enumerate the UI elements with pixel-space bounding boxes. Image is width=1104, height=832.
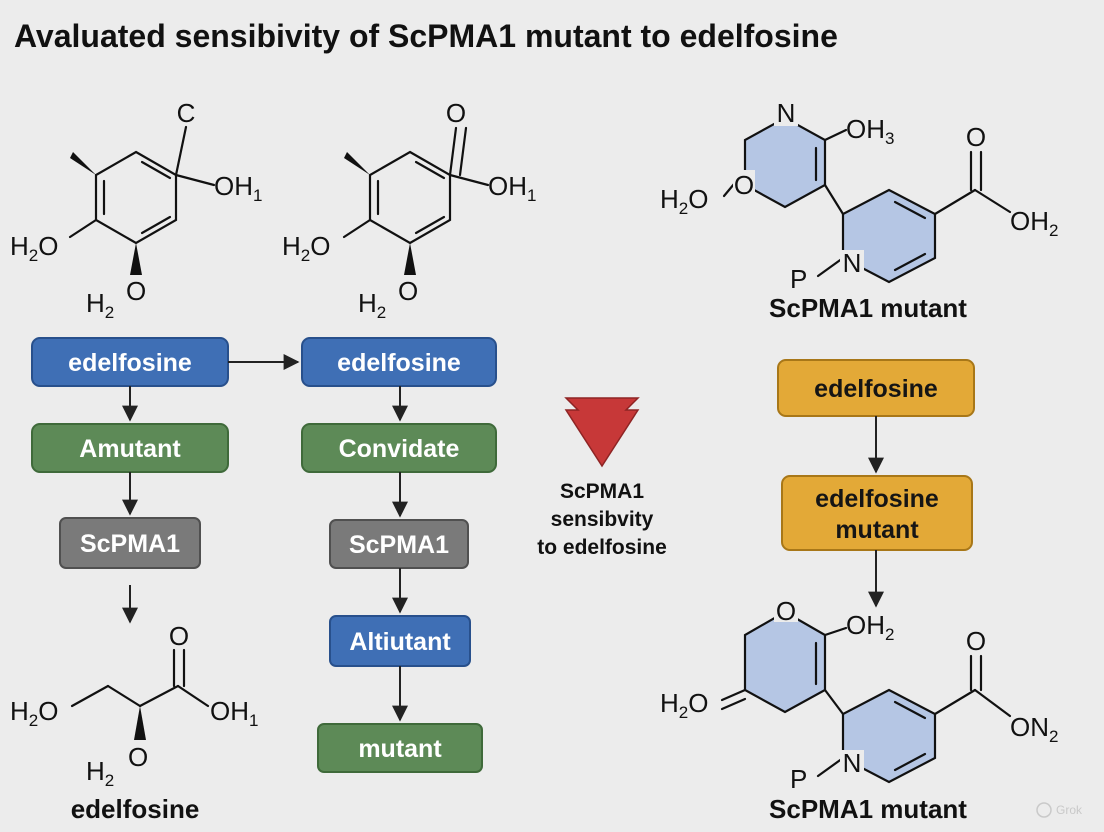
- atom-label: O: [169, 621, 189, 651]
- flow-middle-label-4: Altiutant: [349, 628, 451, 656]
- atom-label: O: [966, 122, 986, 152]
- flow-right: edelfosine edelfosine mutant: [777, 359, 975, 608]
- flow-left-label-3: ScPMA1: [80, 530, 180, 558]
- atom-label: O: [734, 170, 754, 200]
- molecule-top-left: C OH1 H2O O H2: [10, 98, 262, 322]
- red-down-arrow-icon: [564, 397, 640, 468]
- atom-label: P: [790, 264, 807, 294]
- grok-logo-icon: [1036, 802, 1052, 818]
- flow-right-label-1: edelfosine: [814, 375, 938, 403]
- atom-label: H2O: [10, 696, 58, 730]
- molecule-bottom-left: O H2O OH1 O H2: [10, 621, 258, 790]
- center-note-line-2: sensibvity: [551, 508, 654, 531]
- atom-label: H2O: [660, 184, 708, 218]
- flow-right-label-2a: edelfosine: [815, 485, 939, 513]
- atom-label: H2O: [660, 688, 708, 722]
- label-bottom-left: edelfosine: [71, 794, 200, 824]
- atom-label: OH1: [210, 696, 258, 730]
- flow-middle-label-3: ScPMA1: [349, 531, 449, 559]
- atom-label: N: [777, 98, 796, 128]
- atom-label: OH2: [1010, 206, 1058, 240]
- center-note-line-1: ScPMA1: [560, 480, 644, 503]
- page-title: Avaluated sensibivity of ScPMA1 mutant t…: [14, 18, 838, 54]
- atom-label: N: [843, 248, 862, 278]
- atom-label: O: [446, 98, 466, 128]
- atom-label: H2: [86, 756, 114, 790]
- atom-label: OH1: [214, 171, 262, 205]
- flow-left-label-2: Amutant: [79, 435, 181, 463]
- atom-label: P: [790, 764, 807, 794]
- flow-right-label-2b: mutant: [835, 516, 919, 544]
- atom-label: H2O: [282, 231, 330, 265]
- atom-label: H2: [358, 288, 386, 322]
- atom-label: O: [398, 276, 418, 306]
- flow-middle: edelfosine Convidate ScPMA1 Altiutant mu…: [301, 337, 497, 773]
- atom-label: O: [128, 742, 148, 772]
- watermark-text: Grok: [1056, 803, 1083, 817]
- molecule-top-right: N OH3 H2O O N P O OH2: [660, 98, 1058, 294]
- flow-left: edelfosine Amutant ScPMA1: [31, 337, 229, 624]
- label-top-right: ScPMA1 mutant: [769, 293, 967, 323]
- flow-middle-label-5: mutant: [358, 735, 442, 763]
- atom-label: N: [843, 748, 862, 778]
- atom-label: ON2: [1010, 712, 1058, 746]
- center-note-line-3: to edelfosine: [537, 536, 667, 559]
- flow-left-box-3[interactable]: [59, 517, 201, 569]
- center-note: ScPMA1 sensibvity to edelfosine: [537, 397, 667, 559]
- atom-label: O: [126, 276, 146, 306]
- atom-label: O: [966, 626, 986, 656]
- atom-label: C: [177, 98, 196, 128]
- atom-label: OH2: [846, 610, 894, 644]
- atom-label: O: [776, 596, 796, 626]
- atom-label: H2: [86, 288, 114, 322]
- flow-middle-label-1: edelfosine: [337, 349, 461, 377]
- label-bottom-right: ScPMA1 mutant: [769, 794, 967, 824]
- atom-label: H2O: [10, 231, 58, 265]
- molecule-top-middle: O OH1 H2O O H2: [282, 98, 536, 322]
- flow-left-label-1: edelfosine: [68, 349, 192, 377]
- flow-middle-box-5[interactable]: [317, 723, 483, 773]
- watermark: Grok: [1036, 802, 1083, 818]
- atom-label: OH1: [488, 171, 536, 205]
- flow-middle-label-2: Convidate: [339, 435, 460, 463]
- molecule-bottom-right: O OH2 H2O N P O ON2: [660, 596, 1058, 794]
- atom-label: OH3: [846, 114, 894, 148]
